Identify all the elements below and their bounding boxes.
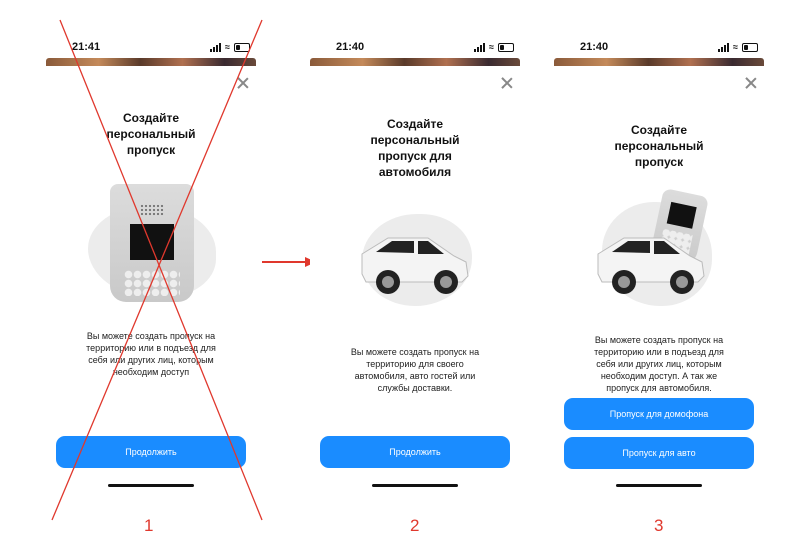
bottom-sheet: Создайте персональный пропуск Вы можете … [554, 66, 764, 500]
continue-button[interactable]: Продолжить [56, 436, 246, 468]
battery-icon [742, 42, 758, 52]
home-indicator [616, 484, 702, 487]
car-pass-button[interactable]: Пропуск для авто [564, 437, 754, 469]
background-photo-strip [554, 58, 764, 66]
intercom-pass-button[interactable]: Пропуск для домофона [564, 398, 754, 430]
sheet-description: Вы можете создать пропуск на территорию … [86, 331, 216, 377]
wifi-icon: ≈ [489, 42, 494, 52]
step-number-3: 3 [654, 516, 664, 535]
wifi-icon: ≈ [225, 42, 230, 52]
bottom-sheet: Создайте персональный пропуск Вы можете … [46, 66, 256, 500]
status-bar: 21:40 ≈ [310, 40, 520, 56]
close-icon[interactable] [744, 76, 758, 90]
signal-icon [718, 42, 730, 52]
battery-icon [234, 42, 250, 52]
screen-2: 21:40 ≈ Создайте персональный пропуск дл… [310, 0, 520, 500]
sheet-title: Создайте персональный пропуск [614, 123, 704, 169]
bottom-sheet: Создайте персональный пропуск для автомо… [310, 66, 520, 500]
car-illustration [361, 237, 469, 294]
home-indicator [372, 484, 458, 487]
battery-icon [498, 42, 514, 52]
status-time: 21:40 [336, 41, 365, 53]
screen-3: 21:40 ≈ Создайте персональный пропуск Вы… [554, 0, 764, 500]
close-icon[interactable] [500, 76, 514, 90]
step-number-2: 2 [410, 516, 420, 535]
continue-button[interactable]: Продолжить [320, 436, 510, 468]
screen-1: 21:41 ≈ Создайте персональный пропуск Вы… [46, 0, 256, 500]
background-photo-strip [46, 58, 256, 66]
sheet-description: Вы можете создать пропуск на территорию … [350, 347, 480, 393]
sheet-title: Создайте персональный пропуск для автомо… [370, 117, 460, 179]
status-time: 21:41 [72, 41, 101, 53]
sheet-description: Вы можете создать пропуск на территорию … [594, 335, 724, 393]
home-indicator [108, 484, 194, 487]
car-illustration [597, 237, 705, 294]
status-bar: 21:41 ≈ [46, 40, 256, 56]
background-photo-strip [310, 58, 520, 66]
status-time: 21:40 [580, 41, 609, 53]
wifi-icon: ≈ [733, 42, 738, 52]
status-bar: 21:40 ≈ [554, 40, 764, 56]
step-number-1: 1 [144, 516, 154, 535]
signal-icon [210, 42, 222, 52]
sheet-title: Создайте персональный пропуск [106, 111, 196, 157]
signal-icon [474, 42, 486, 52]
